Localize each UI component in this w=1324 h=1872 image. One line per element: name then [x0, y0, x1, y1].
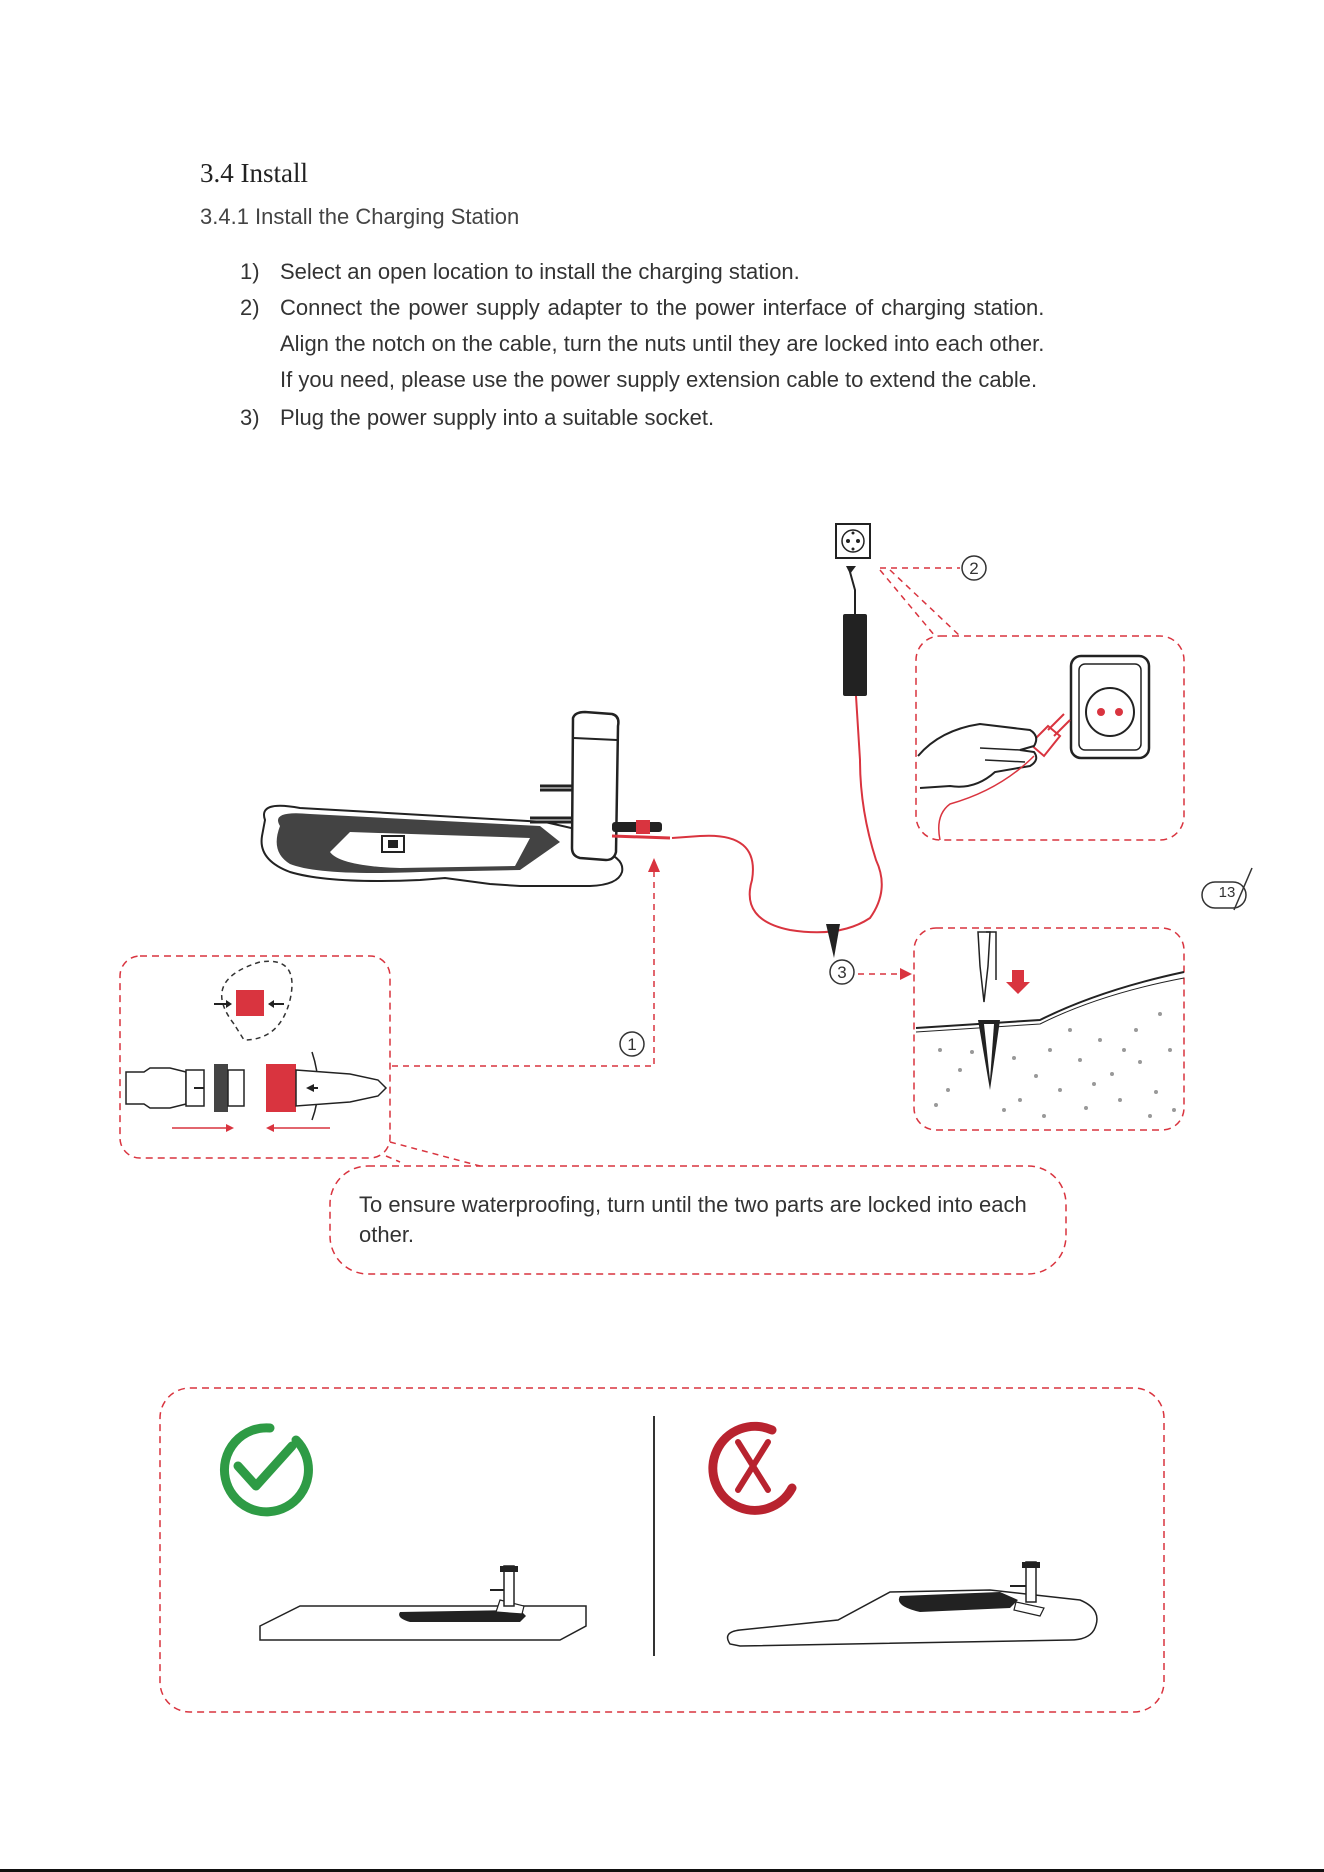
power-adapter — [843, 566, 867, 696]
step-number: 3) — [240, 405, 260, 430]
step-number: 1) — [240, 259, 260, 284]
step-item: 1) Select an open location to install th… — [240, 254, 1130, 290]
inset-plug-socket — [915, 635, 1185, 841]
waterproof-note: To ensure waterproofing, turn until the … — [359, 1192, 1027, 1247]
step-line: Align the notch on the cable, turn the n… — [280, 331, 1045, 356]
subsection-heading: 3.4.1 Install the Charging Station — [200, 204, 520, 229]
section-heading: 3.4 Install — [200, 158, 308, 188]
callout-1: 1 — [619, 1031, 645, 1057]
ground-peg-icon — [826, 924, 840, 958]
callout-label: 2 — [969, 559, 978, 578]
power-cable — [671, 679, 883, 934]
callout-label: 3 — [837, 963, 846, 982]
inset-ground-peg — [913, 927, 1185, 1131]
step-text: Connect the power supply adapter to the … — [280, 290, 1044, 398]
cross-circle-icon — [708, 1421, 797, 1515]
comparison-box — [159, 1387, 1165, 1713]
check-circle-icon — [219, 1423, 313, 1517]
step-number: 2) — [240, 295, 260, 320]
flat-ground-illustration — [259, 1565, 587, 1641]
step-line: If you need, please use the power supply… — [280, 367, 1038, 392]
step-line: Connect the power supply adapter to the … — [280, 295, 1045, 320]
waterproof-note-box — [329, 1165, 1067, 1275]
steps-list: 1) Select an open location to install th… — [240, 254, 1130, 436]
page-number-badge — [1201, 867, 1253, 911]
slope-ground-illustration — [726, 1561, 1098, 1647]
step-item: 3) Plug the power supply into a suitable… — [240, 400, 1130, 436]
callout-3: 3 — [829, 959, 912, 985]
step-text: Plug the power supply into a suitable so… — [280, 400, 714, 436]
bottom-rule — [0, 1869, 1324, 1872]
step-line: Select an open location to install the c… — [280, 259, 800, 284]
step-line: Plug the power supply into a suitable so… — [280, 405, 715, 430]
page-number: 13 — [1218, 884, 1236, 901]
power-socket-icon — [835, 523, 871, 559]
charging-station — [260, 710, 671, 887]
callout-2: 2 — [961, 555, 987, 581]
step-item: 2) Connect the power supply adapter to t… — [240, 290, 1130, 398]
inset-connector — [119, 955, 391, 1159]
step-text: Select an open location to install the c… — [280, 254, 800, 290]
callout-label: 1 — [627, 1035, 636, 1054]
